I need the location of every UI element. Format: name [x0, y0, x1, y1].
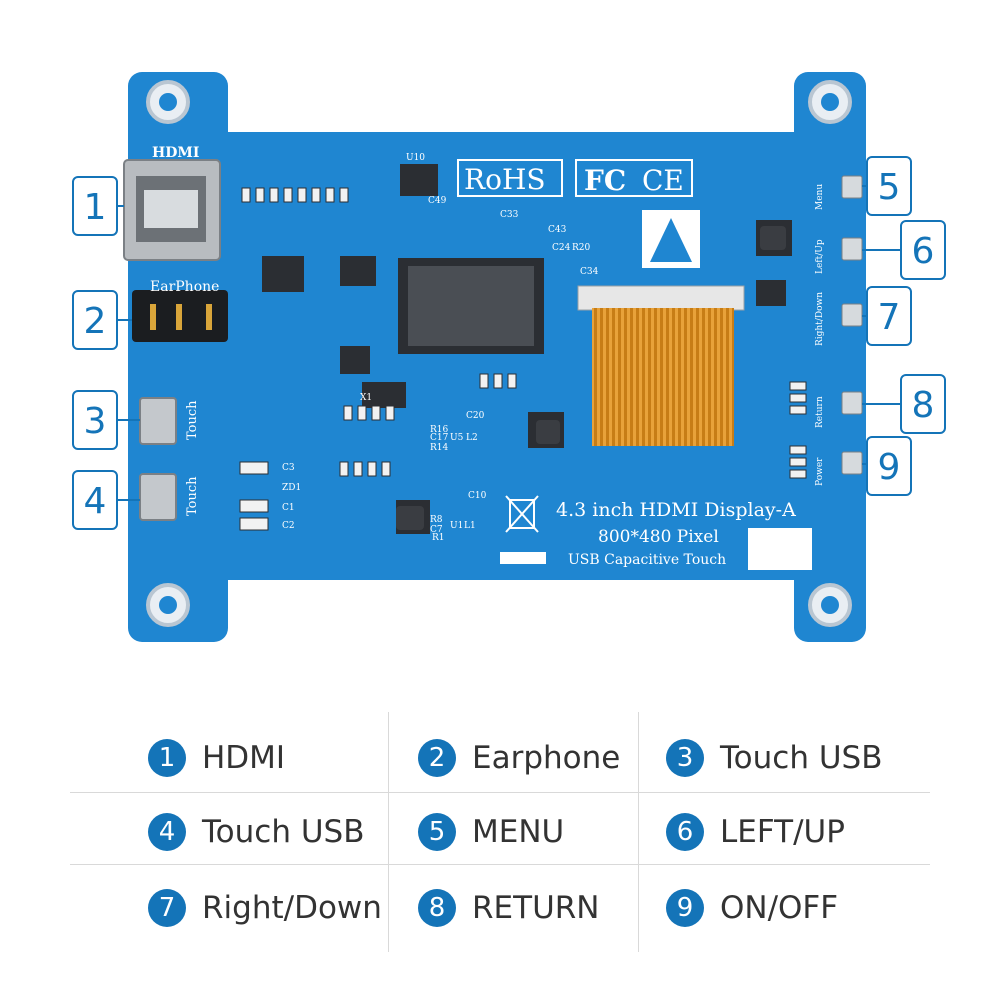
product-resolution: 800*480 Pixel — [598, 527, 719, 547]
esd-logo — [642, 210, 700, 268]
hdmi-silk: HDMI — [152, 145, 199, 161]
legend-item: 3 Touch USB — [666, 722, 882, 794]
legend-item: 4 Touch USB — [148, 796, 364, 868]
legend-number: 9 — [666, 889, 704, 927]
main-chip — [398, 258, 544, 354]
legend-item: 8 RETURN — [418, 872, 599, 944]
legend-label: Earphone — [472, 740, 621, 776]
c17-label: C17 — [430, 433, 449, 443]
legend-divider — [70, 864, 930, 865]
c43-label: C43 — [548, 225, 567, 235]
callout-4: 4 — [72, 470, 118, 530]
x1-label: X1 — [360, 393, 372, 403]
c7-label: C7 — [430, 525, 443, 535]
c2-label: C2 — [282, 521, 295, 531]
menu-silk: Menu — [815, 184, 825, 210]
legend-divider — [70, 792, 930, 793]
product-title: 4.3 inch HDMI Display-A — [556, 499, 796, 521]
legend-number: 8 — [418, 889, 456, 927]
legend-divider — [638, 712, 639, 952]
r20-label: R20 — [572, 243, 591, 253]
callout-8: 8 — [900, 374, 946, 434]
callout-7: 7 — [866, 286, 912, 346]
legend-item: 9 ON/OFF — [666, 872, 838, 944]
fc-mark: FC — [584, 164, 626, 197]
legend-number: 3 — [666, 739, 704, 777]
callout-6: 6 — [900, 220, 946, 280]
legend-label: HDMI — [202, 740, 286, 776]
rightdown-silk: Right/Down — [815, 292, 825, 346]
callout-2: 2 — [72, 290, 118, 350]
c3-label: C3 — [282, 463, 295, 473]
legend-label: Touch USB — [202, 814, 365, 850]
u5-label: U5 — [450, 433, 464, 443]
callout-1: 1 — [72, 176, 118, 236]
callout-5: 5 — [866, 156, 912, 216]
pcb-photo: HDMI EarPhone Touch Touch RoHS FC CE — [123, 72, 866, 642]
return-silk: Return — [815, 396, 825, 428]
legend-label: Right/Down — [202, 890, 382, 926]
legend-item: 5 MENU — [418, 796, 564, 868]
legend-item: 1 HDMI — [148, 722, 285, 794]
c49-label: C49 — [428, 196, 447, 206]
c20-label: C20 — [466, 411, 485, 421]
inductor — [396, 226, 786, 530]
c33-label: C33 — [500, 210, 519, 220]
legend-number: 7 — [148, 889, 186, 927]
r16-label: R16 — [430, 425, 449, 435]
product-touch: USB Capacitive Touch — [568, 552, 726, 568]
ribbon-cable — [577, 285, 745, 446]
weee-icon — [505, 495, 539, 533]
legend-item: 6 LEFT/UP — [666, 796, 845, 868]
c1-label: C1 — [282, 503, 295, 513]
legend-item: 2 Earphone — [418, 722, 620, 794]
barcode-pad — [500, 552, 546, 564]
legend-item: 7 Right/Down — [148, 872, 382, 944]
earphone-silk: EarPhone — [150, 279, 219, 295]
l2-label: L2 — [466, 433, 478, 443]
legend-number: 5 — [418, 813, 456, 851]
legend-label: Touch USB — [720, 740, 883, 776]
legend-label: LEFT/UP — [720, 814, 845, 850]
legend-label: MENU — [472, 814, 565, 850]
c34-label: C34 — [580, 267, 599, 277]
legend-label: RETURN — [472, 890, 600, 926]
touch-silk-2: Touch — [185, 476, 200, 516]
ce-mark: CE — [642, 164, 684, 197]
r8-label: R8 — [430, 515, 443, 525]
rohs-mark: RoHS — [464, 163, 546, 196]
smd-components — [239, 187, 807, 531]
legend-number: 1 — [148, 739, 186, 777]
zd1-label: ZD1 — [282, 483, 301, 493]
r1-label: R1 — [432, 533, 445, 543]
touch-silk-1: Touch — [185, 400, 200, 440]
callout-3: 3 — [72, 390, 118, 450]
earphone-jack — [132, 290, 228, 342]
legend-label: ON/OFF — [720, 890, 839, 926]
micro-usb-port — [139, 397, 177, 521]
u1-label: U1 — [450, 521, 463, 531]
u10-label: U10 — [406, 153, 425, 163]
callout-9: 9 — [866, 436, 912, 496]
label-pad — [748, 528, 812, 570]
legend-number: 6 — [666, 813, 704, 851]
cert-marks — [457, 159, 693, 197]
c10-label: C10 — [468, 491, 487, 501]
c24-label: C24 — [552, 243, 571, 253]
legend-number: 2 — [418, 739, 456, 777]
legend-divider — [388, 712, 389, 952]
l1-label: L1 — [464, 521, 476, 531]
leftup-silk: Left/Up — [815, 239, 825, 274]
legend-number: 4 — [148, 813, 186, 851]
power-silk: Power — [815, 457, 825, 486]
r14-label: R14 — [430, 443, 449, 453]
hdmi-port — [123, 159, 221, 261]
legend-grid: 1 HDMI 2 Earphone 3 Touch USB 4 Touch US… — [70, 712, 930, 952]
